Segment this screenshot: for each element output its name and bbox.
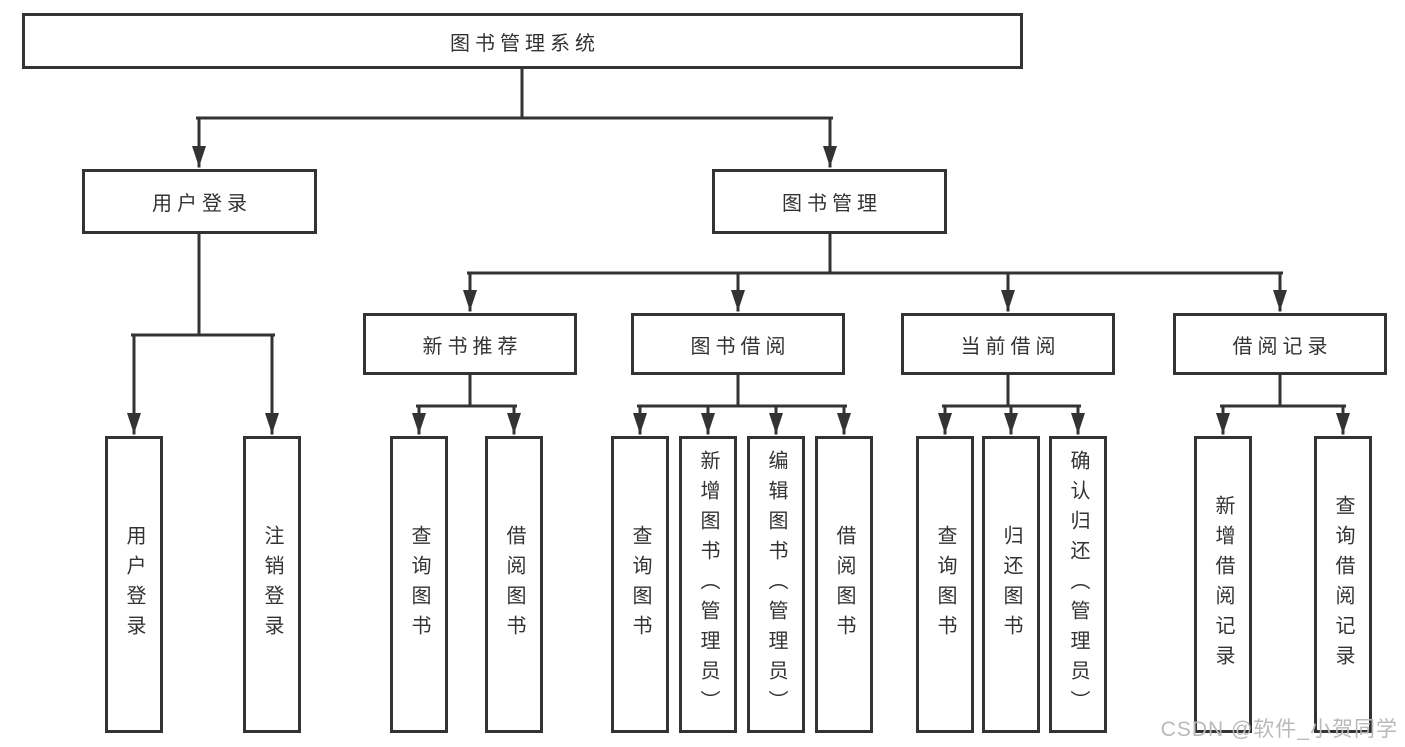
node-current-borrow-label: 当前借阅 [960, 335, 1061, 358]
leaf-bb-query-books-label: 查询图书 [629, 524, 651, 645]
leaf-bb-add-books-admin-label: 新增图书（管理员） [697, 449, 719, 720]
leaf-logout-login: 注销登录 [243, 436, 301, 733]
leaf-nbr-borrow-books-label: 借阅图书 [503, 524, 525, 645]
leaf-cb-query-books: 查询图书 [916, 436, 974, 733]
leaf-cb-query-books-label: 查询图书 [934, 524, 956, 645]
leaf-bb-borrow-books-label: 借阅图书 [833, 524, 855, 645]
leaf-nbr-borrow-books: 借阅图书 [485, 436, 543, 733]
leaf-cb-return-books-label: 归还图书 [1000, 524, 1022, 645]
node-book-borrow: 图书借阅 [631, 313, 845, 375]
leaf-br-add-record-label: 新增借阅记录 [1212, 494, 1234, 675]
leaf-logout-login-label: 注销登录 [261, 524, 283, 645]
node-current-borrow: 当前借阅 [901, 313, 1115, 375]
node-book-mgmt-label: 图书管理 [782, 193, 882, 215]
leaf-user-login: 用户登录 [105, 436, 163, 733]
leaf-bb-borrow-books: 借阅图书 [815, 436, 873, 733]
leaf-br-query-record: 查询借阅记录 [1314, 436, 1372, 733]
leaf-bb-edit-books-admin: 编辑图书（管理员） [747, 436, 805, 733]
leaf-nbr-query-books-label: 查询图书 [408, 524, 430, 645]
leaf-user-login-label: 用户登录 [123, 524, 145, 645]
node-new-book-rec-label: 新书推荐 [422, 335, 523, 358]
leaf-br-query-record-label: 查询借阅记录 [1332, 494, 1354, 675]
node-new-book-rec: 新书推荐 [363, 313, 577, 375]
node-root: 图书管理系统 [22, 13, 1023, 69]
csdn-watermark: CSDN @软件_小贺同学 [1160, 718, 1398, 741]
node-user-login-label: 用户登录 [152, 193, 252, 215]
leaf-br-add-record: 新增借阅记录 [1194, 436, 1252, 733]
leaf-nbr-query-books: 查询图书 [390, 436, 448, 733]
leaf-cb-confirm-return-admin: 确认归还（管理员） [1049, 436, 1107, 733]
node-book-borrow-label: 图书借阅 [690, 335, 791, 358]
leaf-cb-confirm-return-admin-label: 确认归还（管理员） [1067, 449, 1089, 720]
leaf-cb-return-books: 归还图书 [982, 436, 1040, 733]
leaf-bb-edit-books-admin-label: 编辑图书（管理员） [765, 449, 787, 720]
node-borrow-records: 借阅记录 [1173, 313, 1387, 375]
node-book-mgmt: 图书管理 [712, 169, 947, 234]
leaf-bb-query-books: 查询图书 [611, 436, 669, 733]
leaf-bb-add-books-admin: 新增图书（管理员） [679, 436, 737, 733]
node-root-label: 图书管理系统 [450, 32, 600, 55]
node-borrow-records-label: 借阅记录 [1232, 335, 1333, 358]
node-user-login: 用户登录 [82, 169, 317, 234]
